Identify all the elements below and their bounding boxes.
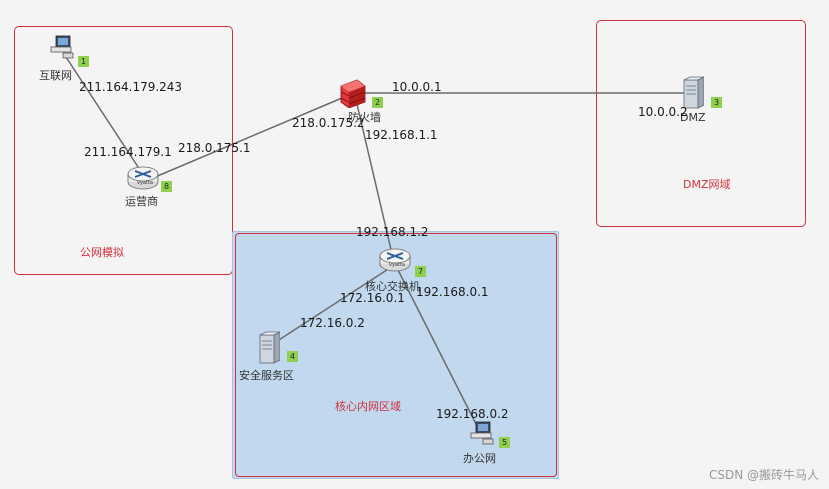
secure-server-badge: 4 — [287, 351, 298, 362]
ip-core-up: 192.168.1.2 — [356, 225, 429, 239]
router-icon: vyatta — [127, 166, 159, 190]
firewall-badge: 2 — [372, 97, 383, 108]
firewall-node[interactable] — [337, 78, 367, 109]
server-icon — [259, 331, 281, 364]
office-node[interactable] — [469, 420, 495, 446]
ip-fw-out: 218.0.175.2 — [292, 116, 365, 130]
ip-internet: 211.164.179.243 — [79, 80, 183, 94]
isp-badge: 8 — [161, 181, 172, 192]
core-network-zone-title: 核心内网区域 — [335, 400, 401, 413]
ip-fw-in: 192.168.1.1 — [365, 128, 438, 142]
internet-node[interactable] — [49, 34, 75, 60]
public-network-zone-title: 公网模拟 — [80, 246, 124, 259]
ip-core-left: 172.16.0.1 — [340, 291, 405, 305]
internet-badge: 1 — [78, 56, 89, 67]
ip-dmz: 10.0.0.2 — [638, 105, 688, 119]
firewall-label: 防火墙 — [348, 111, 381, 124]
dmz-server-badge: 3 — [711, 97, 722, 108]
isp-label: 运营商 — [125, 195, 158, 208]
ip-isp-up: 211.164.179.1 — [84, 145, 172, 159]
office-label: 办公网 — [463, 452, 496, 465]
secure-server-label: 安全服务区 — [239, 369, 294, 382]
ip-fw-dmz: 10.0.0.1 — [392, 80, 442, 94]
pc-icon — [50, 35, 74, 59]
firewall-icon — [340, 79, 366, 109]
link-isp-firewall — [147, 97, 343, 181]
dmz-zone-title: DMZ网域 — [683, 178, 731, 191]
ip-office: 192.168.0.2 — [436, 407, 509, 421]
router-icon: vyatta — [379, 248, 411, 272]
dmz-server-label: DMZ — [680, 111, 706, 124]
ip-isp-out: 218.0.175.1 — [178, 141, 251, 155]
internet-label: 互联网 — [39, 69, 72, 82]
core-switch-badge: 7 — [415, 266, 426, 277]
svg-text:vyatta: vyatta — [137, 180, 153, 186]
pc-icon — [470, 421, 494, 445]
link-firewall-core — [355, 99, 394, 259]
link-internet-isp — [63, 53, 143, 174]
link-core-secure — [267, 265, 394, 348]
link-core-office — [395, 265, 479, 429]
core-switch-label: 核心交换机 — [365, 280, 420, 293]
watermark: CSDN @搬砖牛马人 — [708, 468, 819, 482]
ip-core-right: 192.168.0.1 — [416, 285, 489, 299]
server-icon — [683, 76, 705, 109]
secure-server-node[interactable] — [256, 331, 281, 365]
core-network-zone-inner — [235, 233, 557, 477]
core-switch-node[interactable]: vyatta — [379, 247, 411, 273]
dmz-server-node[interactable] — [680, 76, 705, 110]
svg-text:vyatta: vyatta — [389, 262, 405, 268]
dmz-zone — [596, 20, 806, 227]
office-badge: 5 — [499, 437, 510, 448]
ip-secure: 172.16.0.2 — [300, 316, 365, 330]
isp-router-node[interactable]: vyatta — [127, 165, 159, 191]
public-network-zone — [14, 26, 233, 275]
